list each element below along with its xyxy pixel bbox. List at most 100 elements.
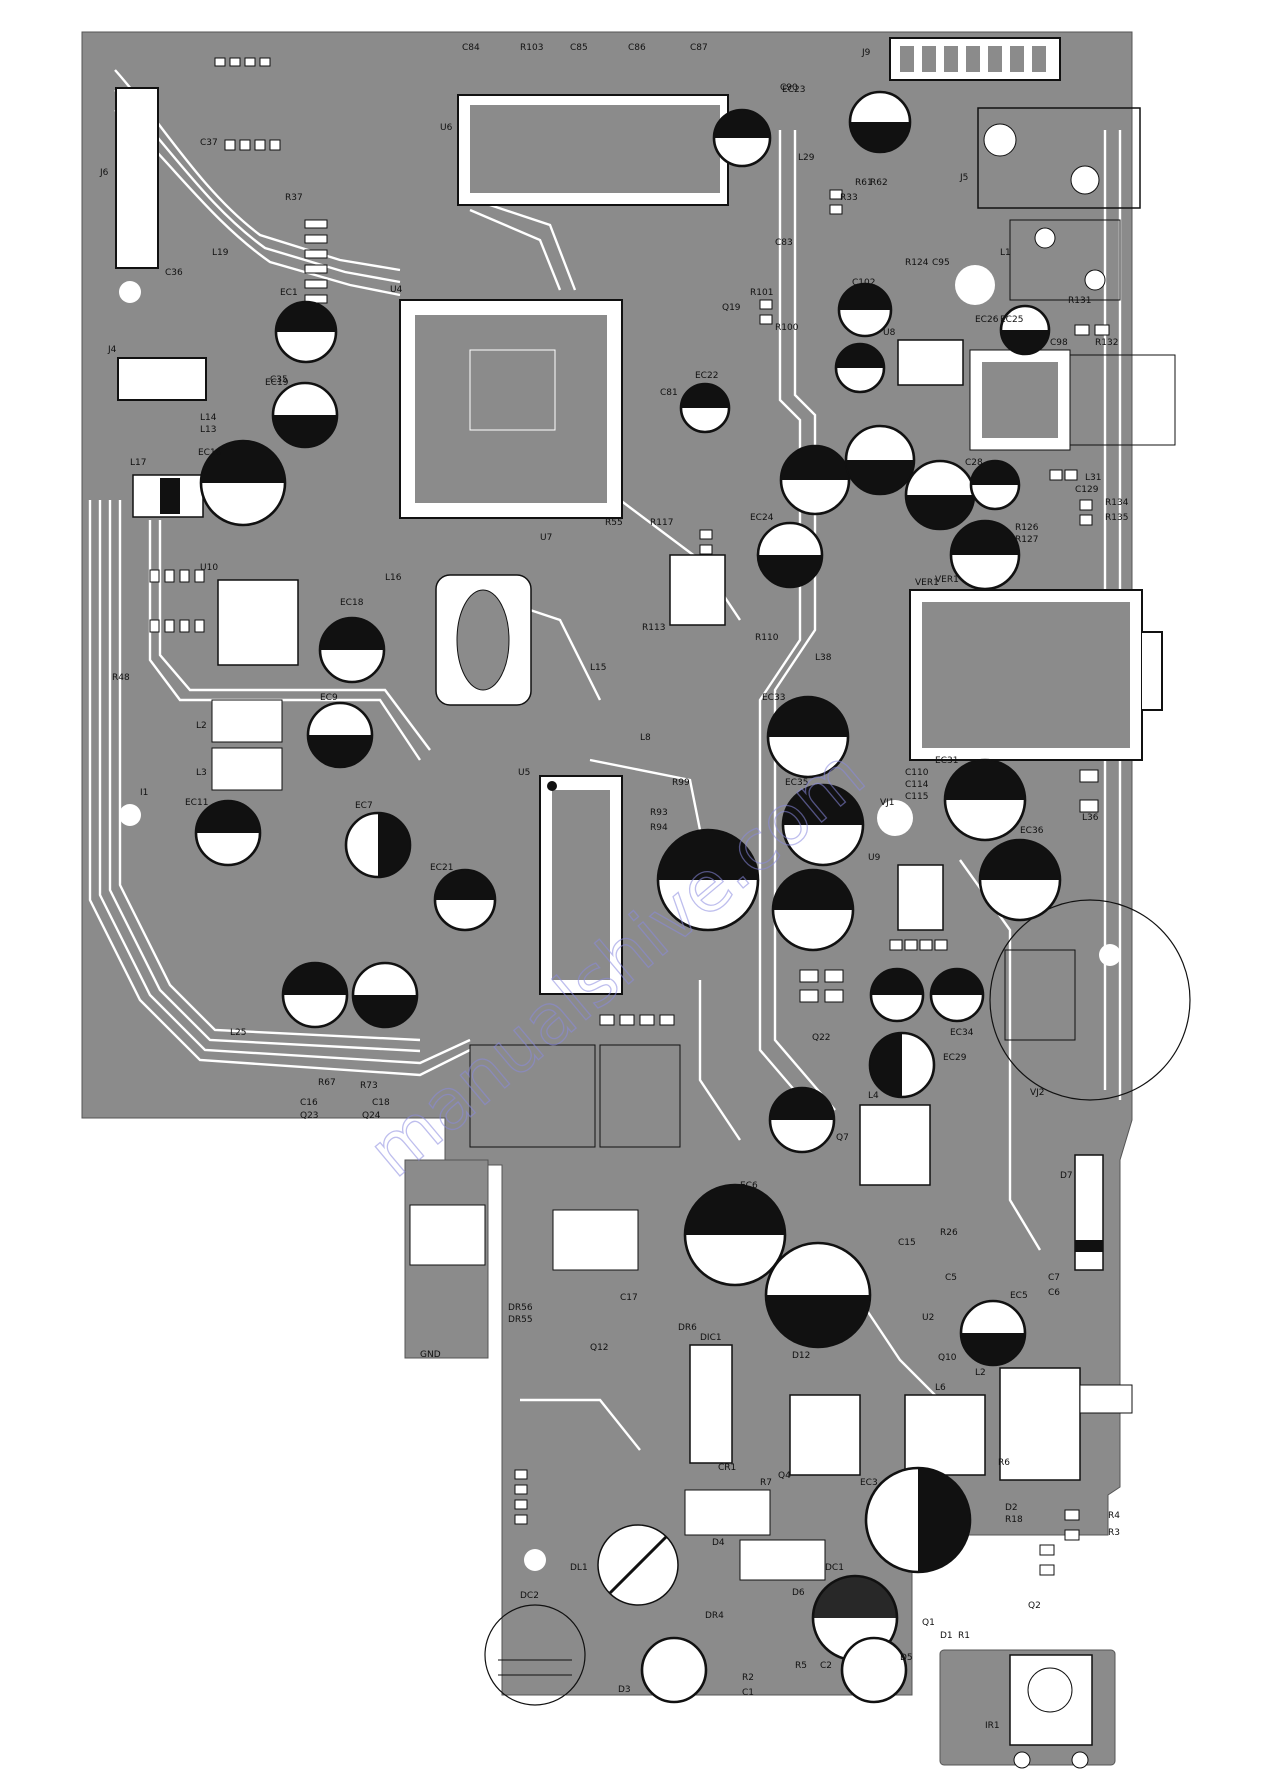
svg-text:Q19: Q19 bbox=[722, 303, 741, 313]
svg-text:L2: L2 bbox=[975, 1368, 986, 1378]
ec-c2 bbox=[640, 1636, 708, 1704]
svg-text:U2: U2 bbox=[922, 1313, 934, 1323]
svg-text:R103: R103 bbox=[520, 43, 543, 53]
svg-text:EC21: EC21 bbox=[430, 863, 453, 873]
svg-text:DR55: DR55 bbox=[508, 1315, 533, 1325]
svg-text:DC1: DC1 bbox=[825, 1563, 844, 1573]
svg-text:Q24: Q24 bbox=[362, 1111, 381, 1121]
svg-text:C85: C85 bbox=[570, 43, 588, 53]
misc-blocks bbox=[119, 265, 1176, 1581]
svg-text:EC5: EC5 bbox=[1010, 1291, 1028, 1301]
svg-text:D12: D12 bbox=[792, 1351, 810, 1361]
svg-text:R18: R18 bbox=[1005, 1515, 1023, 1525]
svg-text:EC1: EC1 bbox=[280, 288, 298, 298]
svg-text:U4: U4 bbox=[390, 285, 403, 295]
svg-text:IR1: IR1 bbox=[985, 1721, 1000, 1731]
svg-text:R73: R73 bbox=[360, 1081, 378, 1091]
svg-text:EC7: EC7 bbox=[355, 801, 373, 811]
svg-text:VJ1: VJ1 bbox=[880, 798, 895, 808]
connector-j9: J9 bbox=[861, 37, 1061, 81]
svg-text:C84: C84 bbox=[462, 43, 480, 53]
svg-text:C90: C90 bbox=[780, 83, 798, 93]
svg-text:R62: R62 bbox=[870, 178, 888, 188]
svg-text:D2: D2 bbox=[1005, 1503, 1018, 1513]
svg-text:R93: R93 bbox=[650, 808, 668, 818]
svg-text:C28: C28 bbox=[965, 458, 983, 468]
svg-text:L17: L17 bbox=[130, 458, 146, 468]
svg-text:R1: R1 bbox=[958, 1631, 970, 1641]
ec-c5 bbox=[840, 1636, 908, 1704]
svg-text:L19: L19 bbox=[212, 248, 229, 258]
svg-text:R55: R55 bbox=[605, 518, 623, 528]
svg-text:EC23: EC23 bbox=[782, 85, 805, 95]
svg-text:R131: R131 bbox=[1068, 296, 1091, 306]
svg-text:L14: L14 bbox=[200, 413, 217, 423]
svg-text:EC18: EC18 bbox=[340, 598, 364, 608]
ic-u8: U8 bbox=[883, 328, 964, 386]
svg-text:C17: C17 bbox=[620, 1293, 638, 1303]
svg-text:R124: R124 bbox=[905, 258, 929, 268]
svg-text:EC25: EC25 bbox=[1000, 315, 1023, 325]
svg-text:R4: R4 bbox=[1108, 1511, 1120, 1521]
ic-u9: U9 bbox=[868, 853, 944, 931]
volume-pot-vj2: VJ2 bbox=[989, 899, 1191, 1101]
connector-j6: J6 bbox=[99, 87, 159, 269]
svg-text:Q10: Q10 bbox=[938, 1353, 957, 1363]
svg-text:EC3: EC3 bbox=[860, 1478, 878, 1488]
svg-text:EC9: EC9 bbox=[320, 693, 338, 703]
svg-text:R37: R37 bbox=[285, 193, 303, 203]
svg-text:C7: C7 bbox=[1048, 1273, 1060, 1283]
svg-text:C114: C114 bbox=[905, 780, 929, 790]
svg-text:C102: C102 bbox=[852, 278, 875, 288]
svg-text:L4: L4 bbox=[868, 1091, 879, 1101]
ir-receiver-ir1: IR1 bbox=[985, 1654, 1093, 1769]
svg-text:L1: L1 bbox=[1000, 248, 1011, 258]
svg-text:U5: U5 bbox=[518, 768, 530, 778]
svg-text:VER1: VER1 bbox=[935, 575, 959, 585]
svg-text:EC34: EC34 bbox=[950, 1028, 974, 1038]
svg-text:EC11: EC11 bbox=[185, 798, 208, 808]
svg-text:EC22: EC22 bbox=[695, 371, 718, 381]
svg-text:Q22: Q22 bbox=[812, 1033, 831, 1043]
svg-text:C95: C95 bbox=[932, 258, 950, 268]
svg-text:L36: L36 bbox=[1082, 813, 1099, 823]
svg-text:CR1: CR1 bbox=[718, 1463, 736, 1473]
inductor-l1: L1 bbox=[1000, 219, 1121, 301]
svg-text:C86: C86 bbox=[628, 43, 646, 53]
svg-text:C98: C98 bbox=[1050, 338, 1068, 348]
svg-text:GND: GND bbox=[420, 1350, 441, 1360]
svg-text:L3: L3 bbox=[196, 768, 207, 778]
svg-text:DR56: DR56 bbox=[508, 1303, 533, 1313]
svg-text:C36: C36 bbox=[165, 268, 183, 278]
svg-text:C15: C15 bbox=[898, 1238, 916, 1248]
ic-u5: U5 bbox=[518, 768, 623, 995]
svg-text:R132: R132 bbox=[1095, 338, 1118, 348]
svg-text:R126: R126 bbox=[1015, 523, 1039, 533]
svg-text:R101: R101 bbox=[750, 288, 773, 298]
svg-text:D3: D3 bbox=[618, 1685, 631, 1695]
ic-u2: U2 bbox=[922, 1313, 934, 1323]
svg-text:C5: C5 bbox=[945, 1273, 957, 1283]
svg-text:Q12: Q12 bbox=[590, 1343, 609, 1353]
svg-text:C129: C129 bbox=[1075, 485, 1099, 495]
svg-text:L38: L38 bbox=[815, 653, 832, 663]
svg-text:D6: D6 bbox=[792, 1588, 805, 1598]
svg-text:Q4: Q4 bbox=[778, 1471, 791, 1481]
svg-text:D7: D7 bbox=[1060, 1171, 1073, 1181]
svg-text:R6: R6 bbox=[998, 1458, 1010, 1468]
svg-text:DL1: DL1 bbox=[570, 1563, 588, 1573]
svg-text:EC6: EC6 bbox=[740, 1181, 758, 1191]
svg-text:Q23: Q23 bbox=[300, 1111, 319, 1121]
svg-text:Q2: Q2 bbox=[1028, 1601, 1041, 1611]
svg-text:C87: C87 bbox=[690, 43, 708, 53]
svg-text:R135: R135 bbox=[1105, 513, 1128, 523]
svg-text:D4: D4 bbox=[712, 1538, 725, 1548]
ic-dic1: DIC1 bbox=[689, 1333, 733, 1464]
svg-text:C16: C16 bbox=[300, 1098, 318, 1108]
svg-text:EC26: EC26 bbox=[975, 315, 999, 325]
svg-text:R26: R26 bbox=[940, 1228, 958, 1238]
svg-text:L2: L2 bbox=[196, 721, 207, 731]
svg-text:R134: R134 bbox=[1105, 498, 1129, 508]
ic-u4-qfp: U4 bbox=[390, 285, 623, 519]
